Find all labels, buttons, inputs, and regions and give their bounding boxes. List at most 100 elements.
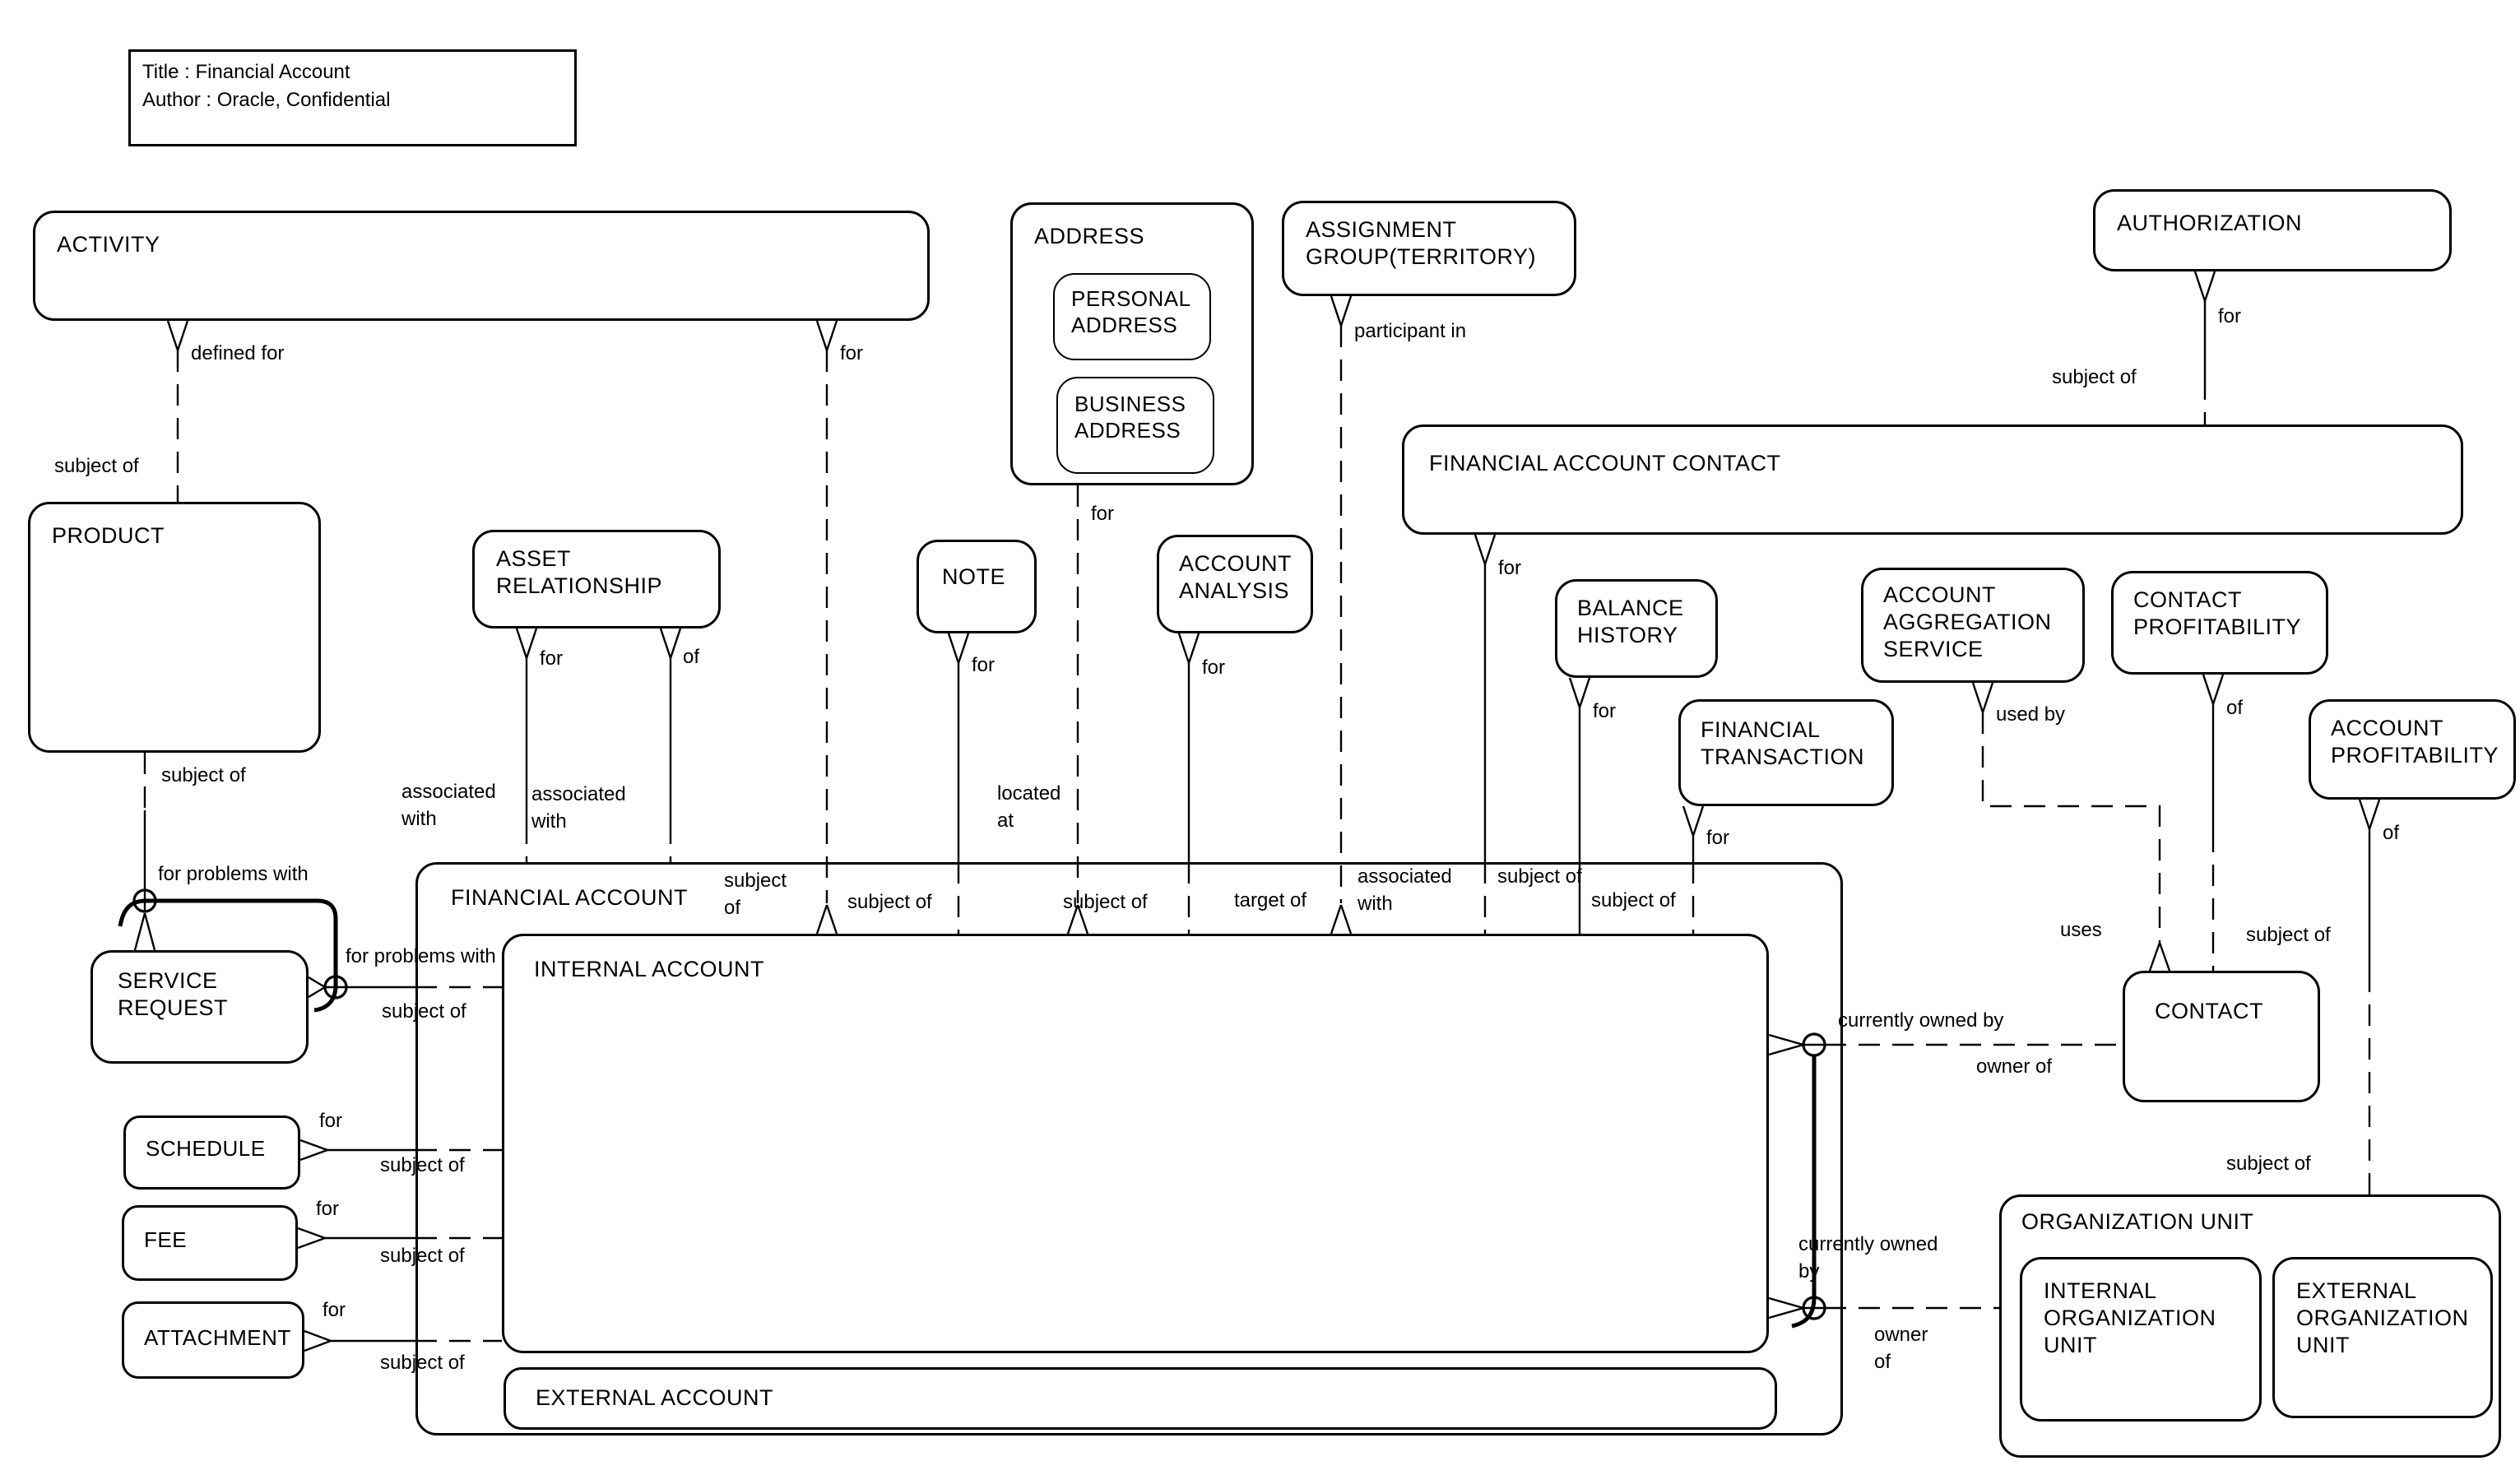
rel-label-subject-of-account-profitability: subject of [2226, 1153, 2311, 1175]
rel-label-of-account-profitability: of [2383, 822, 2400, 844]
entity-financial-transaction[interactable]: FINANCIAL TRANSACTION [1678, 699, 1894, 806]
arc-circle-ia-orgunit [1802, 1296, 1826, 1320]
rel-label-subject-of-product-top: subject of [54, 455, 139, 477]
entity-title: ACTIVITY [57, 232, 160, 257]
rel-label-subject-of-product-bottom: subject of [161, 764, 246, 786]
entity-title: EXTERNAL ORGANIZATION UNIT [2296, 1278, 2469, 1357]
entity-internal-account[interactable]: INTERNAL ACCOUNT [502, 934, 1769, 1353]
exclusive-arc-service-request [118, 898, 338, 1013]
doc-title-line: Title : Financial Account [142, 61, 350, 83]
rel-label-associated-fac-b: with [1357, 893, 1393, 915]
rel-label-subject-of-fee: subject of [380, 1245, 465, 1267]
rel-label-associated-1b: with [401, 808, 437, 830]
entity-title: INTERNAL ACCOUNT [534, 957, 765, 981]
entity-balance-history[interactable]: BALANCE HISTORY [1555, 579, 1718, 678]
crow-foot-authorization-icon [2193, 271, 2216, 302]
arc-circle-sr-ia [323, 975, 348, 1000]
rel-label-owner-2a: owner [1874, 1324, 1928, 1346]
entity-title: CONTACT [2155, 999, 2263, 1023]
crow-foot-service-request-top-icon [133, 912, 156, 951]
rel-label-subject-of-sr: subject of [382, 1000, 466, 1023]
crow-foot-service-request-right-icon [308, 976, 326, 999]
rel-label-associated-2a: associated [531, 783, 626, 805]
crow-foot-fac-icon [1473, 534, 1497, 565]
rel-label-subject-of-contact-profitability: subject of [2246, 924, 2331, 946]
entity-authorization[interactable]: AUTHORIZATION [2093, 189, 2452, 271]
crow-foot-contact-profitability-icon [2202, 674, 2225, 705]
entity-title: ACCOUNT PROFITABILITY [2331, 716, 2499, 768]
crow-foot-activity-left-icon [166, 320, 189, 351]
crow-foot-ia-orgunit-icon [1768, 1296, 1804, 1320]
crow-foot-address-fa-icon [1066, 904, 1089, 935]
crow-foot-account-profitability-icon [2358, 799, 2381, 830]
entity-title: ACCOUNT AGGREGATION SERVICE [1883, 582, 2052, 661]
rel-label-for-address: for [1091, 503, 1115, 525]
crow-foot-asset-rel-left-icon [515, 628, 538, 659]
entity-title: NOTE [942, 564, 1006, 589]
entity-organization-unit[interactable]: ORGANIZATION UNIT [1999, 1194, 2501, 1458]
rel-label-subject-of-balance-history: subject of [1591, 889, 1676, 911]
entity-internal-organization-unit[interactable]: INTERNAL ORGANIZATION UNIT [2020, 1257, 2262, 1422]
crow-foot-activity-fa-icon [815, 904, 838, 935]
rel-label-subject-of-authorization: subject of [2052, 366, 2137, 388]
rel-label-for-activity: for [840, 342, 864, 364]
entity-schedule[interactable]: SCHEDULE [123, 1115, 300, 1190]
rel-label-associated-2b: with [531, 810, 567, 833]
rel-label-subject-activity-a: subject [724, 870, 787, 892]
rel-label-located-at: at [997, 809, 1014, 832]
entity-title: SERVICE REQUEST [118, 968, 229, 1020]
crow-foot-asset-rel-right-icon [659, 628, 682, 659]
rel-label-for-authorization: for [2218, 305, 2242, 327]
entity-title: PERSONAL ADDRESS [1071, 286, 1190, 337]
rel-label-participant-in: participant in [1354, 320, 1467, 342]
entity-title: AUTHORIZATION [2117, 211, 2302, 235]
entity-contact[interactable]: CONTACT [2123, 971, 2320, 1102]
entity-business-address[interactable]: BUSINESS ADDRESS [1056, 377, 1214, 474]
rel-label-for-problems-with-2: for problems with [346, 945, 496, 967]
entity-financial-account[interactable]: FINANCIAL ACCOUNT [415, 862, 1843, 1435]
entity-title: ATTACHMENT [144, 1325, 291, 1350]
doc-title-box[interactable]: Title : Financial Account Author : Oracl… [128, 49, 577, 146]
crow-foot-ia-contact-icon [1768, 1033, 1804, 1056]
entity-assignment-group[interactable]: ASSIGNMENT GROUP(TERRITORY) [1282, 201, 1576, 296]
rel-label-associated-1a: associated [401, 781, 496, 803]
rel-label-for-schedule: for [319, 1110, 343, 1132]
entity-title: FINANCIAL TRANSACTION [1701, 717, 1865, 769]
entity-account-profitability[interactable]: ACCOUNT PROFITABILITY [2309, 699, 2516, 800]
entity-account-aggregation-service[interactable]: ACCOUNT AGGREGATION SERVICE [1861, 568, 2085, 683]
entity-service-request[interactable]: SERVICE REQUEST [90, 950, 309, 1064]
rel-label-of-asset-right: of [683, 646, 700, 668]
entity-personal-address[interactable]: PERSONAL ADDRESS [1053, 273, 1211, 360]
entity-title: FINANCIAL ACCOUNT CONTACT [1429, 451, 1781, 475]
arc-circle-product-sr [132, 888, 157, 913]
crow-foot-activity-right-icon [815, 320, 838, 351]
doc-author-line: Author : Oracle, Confidential [142, 88, 391, 111]
rel-label-currently-owned-2a: currently owned [1798, 1233, 1938, 1255]
entity-activity[interactable]: ACTIVITY [33, 211, 930, 321]
crow-foot-balance-history-icon [1568, 677, 1591, 708]
crow-foot-aas-icon [1971, 682, 1994, 713]
entity-title: INTERNAL ORGANIZATION UNIT [2044, 1278, 2216, 1357]
entity-title: CONTACT PROFITABILITY [2133, 587, 2302, 639]
entity-product[interactable]: PRODUCT [28, 502, 321, 753]
rel-label-owner-2b: of [1874, 1351, 1891, 1373]
entity-address[interactable]: ADDRESS [1010, 202, 1254, 485]
entity-note[interactable]: NOTE [917, 540, 1037, 633]
crow-foot-note-icon [947, 633, 970, 664]
rel-label-for-fee: for [316, 1198, 340, 1220]
rel-label-subject-of-account-analysis: subject of [1063, 891, 1148, 913]
entity-contact-profitability[interactable]: CONTACT PROFITABILITY [2111, 571, 2328, 675]
crow-foot-assignment-group-icon [1330, 295, 1353, 327]
entity-attachment[interactable]: ATTACHMENT [122, 1301, 304, 1379]
rel-label-for-balance-history: for [1593, 700, 1617, 722]
entity-external-account[interactable]: EXTERNAL ACCOUNT [504, 1367, 1777, 1430]
entity-title: FINANCIAL ACCOUNT [451, 885, 689, 910]
crow-foot-fee-icon [297, 1227, 326, 1250]
entity-title: ASSET RELATIONSHIP [496, 546, 663, 598]
entity-financial-account-contact[interactable]: FINANCIAL ACCOUNT CONTACT [1402, 424, 2463, 535]
entity-external-organization-unit[interactable]: EXTERNAL ORGANIZATION UNIT [2272, 1257, 2493, 1418]
entity-account-analysis[interactable]: ACCOUNT ANALYSIS [1157, 535, 1313, 633]
entity-asset-relationship[interactable]: ASSET RELATIONSHIP [472, 530, 721, 628]
entity-fee[interactable]: FEE [122, 1205, 298, 1281]
